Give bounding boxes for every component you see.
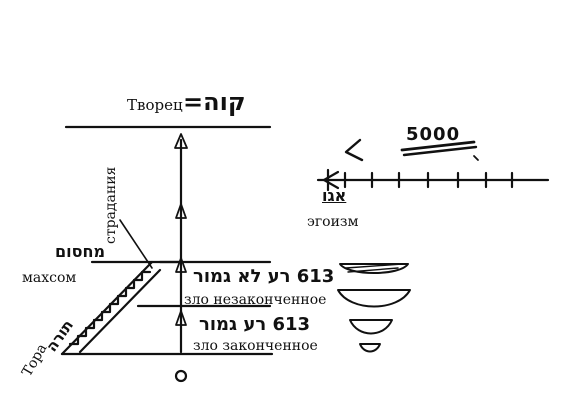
scale-number-label: 5000 [406, 124, 461, 145]
staircase [68, 270, 152, 346]
cup-4 [359, 343, 381, 353]
scale-underline-2 [402, 145, 478, 157]
suffering-label: страдания [103, 166, 119, 244]
suffering-arrow-line [119, 219, 153, 269]
evil-hebrew-upper-label: 613 רע לא גמור [193, 266, 335, 287]
egoism-hebrew-label: אגו [322, 186, 347, 205]
cup-1 [339, 263, 409, 274]
egoism-label: эгоизм [307, 214, 359, 230]
scale-arrow-left [322, 170, 340, 190]
creator-hebrew-label: קוה= [183, 88, 246, 116]
cup-3 [349, 319, 393, 335]
axis-arrow-mid1 [175, 203, 187, 219]
creator-label: Творец [127, 96, 183, 114]
axis-arrow-mid2 [175, 257, 187, 273]
scale-comma [473, 155, 479, 161]
cup-1-hatch [345, 263, 403, 273]
cup-2 [337, 289, 411, 308]
axis-arrow-low1 [175, 310, 187, 326]
point-circle [174, 369, 188, 383]
machsom-hebrew-label: מחסום [55, 242, 106, 261]
scale-underline-1 [400, 140, 476, 152]
diagonal-inner [78, 268, 162, 354]
evil-hebrew-lower-label: 613 רע גמור [199, 314, 311, 335]
evil-incomplete-label: зло незаконченное [184, 292, 327, 308]
machsom-label: махсом [22, 270, 77, 286]
evil-complete-label: зло законченное [193, 338, 318, 354]
scale-chevron [344, 138, 364, 162]
axis-arrow-top [174, 133, 188, 149]
